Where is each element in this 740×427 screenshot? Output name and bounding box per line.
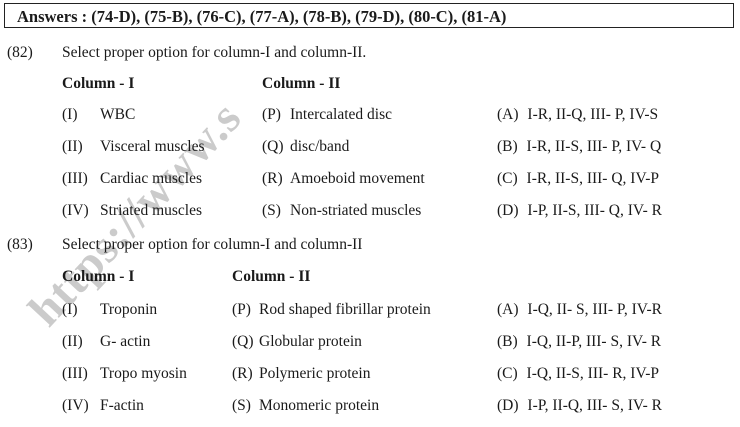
- q82-r2-left-text: Visceral muscles: [100, 138, 205, 155]
- q83-r3-left-tag: (III): [62, 365, 88, 382]
- q82-r3-right-text: Amoeboid movement: [290, 170, 425, 187]
- q82-option-a[interactable]: (A) I-R, II-Q, III- P, IV-S: [497, 106, 658, 124]
- q83-r3-left-text: Tropo myosin: [100, 365, 187, 382]
- q83-option-a[interactable]: (A) I-Q, II- S, III- P, IV-R: [497, 301, 662, 319]
- q82-option-d-label: (D): [497, 202, 519, 219]
- q82-r3-right-tag: (R): [262, 170, 283, 187]
- question-83-column-i-header: Column - I: [62, 268, 135, 285]
- q83-r2-left-tag: (II): [62, 333, 83, 350]
- q82-option-d-text: I-P, II-S, III- Q, IV- R: [527, 202, 663, 219]
- q83-option-b-label: (B): [497, 333, 518, 350]
- q83-option-d-text: I-P, II-Q, III- S, IV- R: [527, 397, 663, 414]
- q83-r2-right-tag: (Q): [232, 333, 254, 350]
- question-83-row-4: (IV) F-actin (S) Monomeric protein (D) I…: [0, 397, 740, 419]
- question-83-row-3: (III) Tropo myosin (R) Polymeric protein…: [0, 365, 740, 387]
- question-82-row-3: (III) Cardiac muscles (R) Amoeboid movem…: [0, 170, 740, 192]
- q83-option-c-label: (C): [497, 365, 518, 382]
- q83-r4-right-text: Monomeric protein: [259, 397, 380, 414]
- q83-r1-left-tag: (I): [62, 301, 78, 318]
- q83-option-c-text: I-Q, II-S, III- R, IV-P: [526, 365, 659, 382]
- q82-r3-left-tag: (III): [62, 170, 88, 187]
- q83-option-c[interactable]: (C) I-Q, II-S, III- R, IV-P: [497, 365, 659, 383]
- question-83-row-2: (II) G- actin (Q) Globular protein (B) I…: [0, 333, 740, 355]
- question-83-row-1: (I) Troponin (P) Rod shaped fibrillar pr…: [0, 301, 740, 323]
- q82-r2-left-tag: (II): [62, 138, 83, 155]
- question-83-column-ii-header: Column - II: [232, 268, 311, 285]
- question-82-column-i-header: Column - I: [62, 75, 135, 92]
- q83-r3-right-tag: (R): [232, 365, 253, 382]
- answers-banner-text: Answers : (74-D), (75-B), (76-C), (77-A)…: [17, 7, 507, 26]
- q82-option-c[interactable]: (C) I-R, II-S, III- Q, IV-P: [497, 170, 659, 188]
- q82-option-d[interactable]: (D) I-P, II-S, III- Q, IV- R: [497, 202, 662, 220]
- q83-r2-right-text: Globular protein: [259, 333, 362, 350]
- q83-r3-right-text: Polymeric protein: [259, 365, 371, 382]
- q82-option-c-label: (C): [497, 170, 518, 187]
- q82-r1-left-text: WBC: [100, 106, 136, 123]
- q83-r2-left-text: G- actin: [100, 333, 151, 350]
- question-82-row-4: (IV) Striated muscles (S) Non-striated m…: [0, 202, 740, 224]
- q82-r1-right-tag: (P): [262, 106, 281, 123]
- q83-option-d-label: (D): [497, 397, 519, 414]
- q83-option-a-label: (A): [497, 301, 519, 318]
- question-82-stem: Select proper option for column-I and co…: [62, 44, 367, 61]
- q83-option-a-text: I-Q, II- S, III- P, IV-R: [527, 301, 663, 318]
- q83-option-b[interactable]: (B) I-Q, II-P, III- S, IV- R: [497, 333, 661, 351]
- q82-option-c-text: I-R, II-S, III- Q, IV-P: [526, 170, 659, 187]
- question-82-column-ii-header: Column - II: [262, 75, 341, 92]
- q82-r2-right-text: disc/band: [290, 138, 350, 155]
- q83-option-d[interactable]: (D) I-P, II-Q, III- S, IV- R: [497, 397, 662, 415]
- q82-r1-left-tag: (I): [62, 106, 78, 123]
- q82-r2-right-tag: (Q): [262, 138, 284, 155]
- q83-option-b-text: I-Q, II-P, III- S, IV- R: [526, 333, 662, 350]
- q82-r4-right-tag: (S): [262, 202, 281, 219]
- q83-r1-right-text: Rod shaped fibrillar protein: [259, 301, 431, 318]
- question-82-number: (82): [7, 44, 33, 61]
- q82-r3-left-text: Cardiac muscles: [100, 170, 203, 187]
- q83-r1-right-tag: (P): [232, 301, 251, 318]
- question-83-stem: Select proper option for column-I and co…: [62, 236, 363, 253]
- q83-r1-left-text: Troponin: [100, 301, 158, 318]
- q83-r4-right-tag: (S): [232, 397, 251, 414]
- q82-option-b-text: I-R, II-S, III- P, IV- Q: [526, 138, 662, 155]
- q82-option-b-label: (B): [497, 138, 518, 155]
- answers-banner: Answers : (74-D), (75-B), (76-C), (77-A)…: [4, 3, 734, 28]
- q82-r4-right-text: Non-striated muscles: [290, 202, 422, 219]
- question-82-row-2: (II) Visceral muscles (Q) disc/band (B) …: [0, 138, 740, 160]
- q82-option-a-text: I-R, II-Q, III- P, IV-S: [527, 106, 659, 123]
- q82-r1-right-text: Intercalated disc: [290, 106, 392, 123]
- q83-r4-left-text: F-actin: [100, 397, 144, 414]
- q82-r4-left-tag: (IV): [62, 202, 89, 219]
- q83-r4-left-tag: (IV): [62, 397, 89, 414]
- question-83-number: (83): [7, 236, 33, 253]
- question-82-row-1: (I) WBC (P) Intercalated disc (A) I-R, I…: [0, 106, 740, 128]
- q82-option-a-label: (A): [497, 106, 519, 123]
- q82-r4-left-text: Striated muscles: [100, 202, 203, 219]
- q82-option-b[interactable]: (B) I-R, II-S, III- P, IV- Q: [497, 138, 661, 156]
